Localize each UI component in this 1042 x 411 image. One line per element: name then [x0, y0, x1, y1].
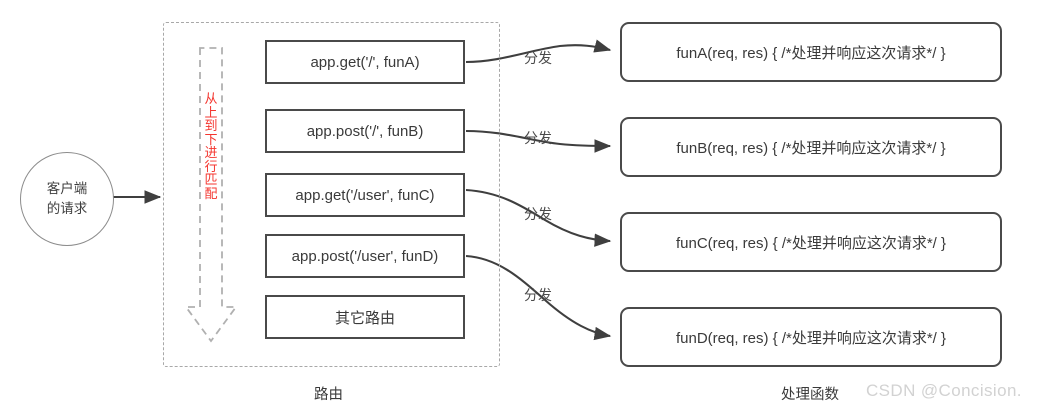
dispatch-label-d: 分发 [524, 287, 552, 303]
match-label-char-3: 下 [204, 131, 218, 147]
route-label: app.get('/user', funC) [295, 186, 435, 204]
handler-label: funD(req, res) { /*处理并响应这次请求*/ } [675, 329, 947, 347]
handler-label: funA(req, res) { /*处理并响应这次请求*/ } [676, 44, 946, 62]
handler-box-funB[interactable]: funB(req, res) { /*处理并响应这次请求*/ } [620, 117, 1002, 177]
dispatch-label-a: 分发 [524, 50, 552, 66]
match-label-char-0: 从 [204, 91, 218, 106]
route-label: app.post('/user', funD) [291, 247, 439, 265]
client-request-node: 客户端 的请求 [20, 152, 114, 246]
match-label-char-7: 配 [204, 185, 218, 201]
match-label-char-5: 行 [204, 158, 218, 174]
match-label-char-6: 匹 [204, 172, 218, 188]
route-box-get-user[interactable]: app.get('/user', funC) [265, 173, 465, 217]
match-label-char-2: 到 [204, 118, 218, 134]
dispatch-label-b: 分发 [524, 130, 552, 146]
client-request-line-1: 客户端 [46, 181, 88, 197]
route-label: 其它路由 [334, 309, 395, 327]
route-box-other[interactable]: 其它路由 [265, 295, 465, 339]
watermark: CSDN @Concision. [866, 381, 1022, 400]
handler-label: funC(req, res) { /*处理并响应这次请求*/ } [675, 234, 947, 252]
match-label-char-1: 上 [204, 104, 218, 120]
route-label: app.get('/', funA) [310, 53, 420, 71]
handler-box-funA[interactable]: funA(req, res) { /*处理并响应这次请求*/ } [620, 22, 1002, 82]
top-to-bottom-match-label: 从 上 到 下 进 行 匹 配 [200, 92, 222, 200]
caption-router: 路由 [314, 387, 343, 403]
dispatch-label-c: 分发 [524, 206, 552, 222]
handler-box-funC[interactable]: funC(req, res) { /*处理并响应这次请求*/ } [620, 212, 1002, 272]
handler-label: funB(req, res) { /*处理并响应这次请求*/ } [676, 139, 946, 157]
handler-box-funD[interactable]: funD(req, res) { /*处理并响应这次请求*/ } [620, 307, 1002, 367]
route-box-get-root[interactable]: app.get('/', funA) [265, 40, 465, 84]
route-label: app.post('/', funB) [306, 122, 424, 140]
match-label-char-4: 进 [204, 145, 218, 161]
router-container [163, 22, 500, 367]
client-request-line-2: 的请求 [46, 201, 88, 216]
route-box-post-user[interactable]: app.post('/user', funD) [265, 234, 465, 278]
caption-handlers: 处理函数 [781, 387, 839, 403]
route-box-post-root[interactable]: app.post('/', funB) [265, 109, 465, 153]
